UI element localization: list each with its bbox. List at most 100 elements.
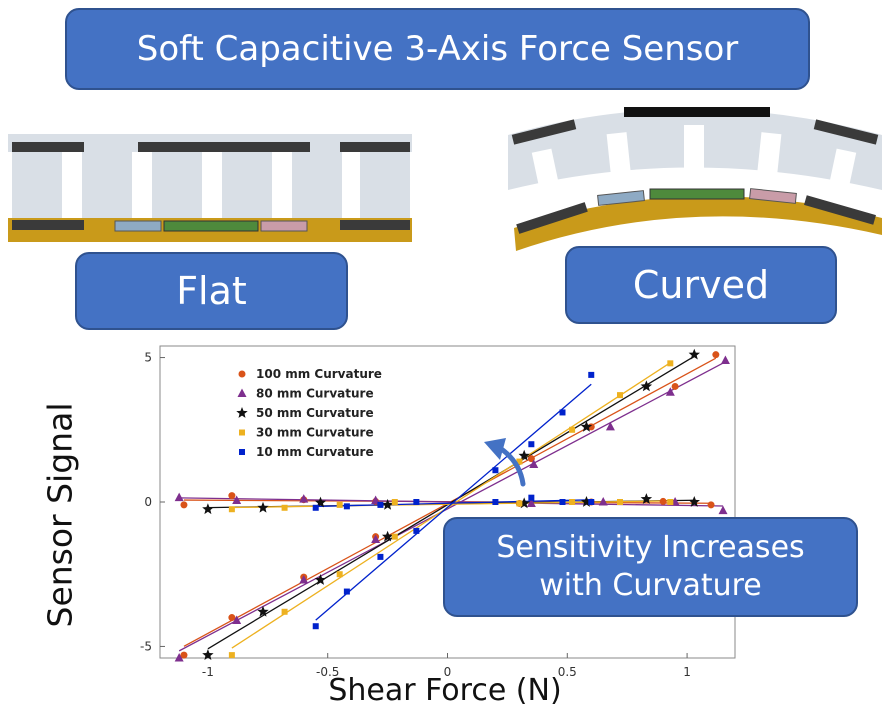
data-point [174, 653, 184, 662]
y-tick-label: 5 [144, 351, 152, 365]
data-point [180, 501, 188, 509]
data-point [718, 505, 728, 515]
flat-pad-center [163, 220, 259, 232]
data-point [314, 496, 327, 508]
curved-bottom-electrode-right [804, 195, 876, 225]
y-tick-label: -5 [140, 639, 152, 653]
data-point [569, 426, 576, 433]
data-point [516, 500, 523, 507]
data-point [281, 504, 288, 511]
data-point [527, 455, 535, 463]
curved-label-box: Curved [565, 246, 837, 324]
callout-line-1: Sensitivity Increases [496, 530, 805, 565]
legend-marker [237, 388, 247, 397]
data-point [336, 501, 343, 508]
fit-lines [178, 355, 726, 652]
curved-substrate [514, 196, 882, 251]
legend-marker [238, 370, 246, 378]
data-point [228, 506, 235, 513]
flat-bottom-electrode-left [12, 220, 84, 230]
flat-pillars [12, 152, 410, 218]
data-point [257, 605, 269, 617]
data-point [413, 499, 420, 505]
data-point [667, 360, 674, 367]
legend-label: 100 mm Curvature [256, 367, 382, 381]
curved-top-electrode-left [511, 119, 577, 145]
data-point [518, 449, 530, 461]
curved-top-electrode-right [813, 119, 879, 145]
data-point [712, 351, 720, 359]
y-tick-label: 0 [144, 495, 152, 509]
data-point [391, 533, 398, 540]
data-point [381, 530, 394, 542]
curved-pad-center [649, 188, 745, 200]
data-point [343, 588, 350, 595]
data-point [281, 608, 288, 615]
data-point [180, 651, 188, 659]
legend-label: 50 mm Curvature [256, 406, 374, 420]
title-banner: Soft Capacitive 3-Axis Force Sensor [65, 8, 810, 90]
flat-top-electrode-right [340, 142, 410, 152]
flat-bottom-electrode-right [340, 220, 410, 230]
data-point [492, 467, 499, 474]
x-tick-label: 1 [683, 665, 691, 679]
flat-top-electrode-center [138, 142, 310, 152]
legend-marker [239, 449, 245, 455]
data-points [174, 348, 730, 662]
data-point [665, 387, 675, 396]
data-point [671, 382, 679, 390]
fit-line [231, 362, 671, 649]
data-point [559, 409, 566, 416]
legend: 100 mm Curvature 80 mm Curvature 50 mm Cur… [236, 367, 382, 459]
data-point [516, 458, 523, 465]
callout-box: Sensitivity Increases with Curvature [443, 517, 858, 617]
data-point [598, 497, 608, 506]
curved-top-electrode-center [624, 107, 770, 117]
data-point [588, 499, 595, 505]
data-point [528, 494, 535, 501]
y-axis-label: Sensor Signal [40, 402, 80, 628]
flat-label: Flat [176, 269, 247, 313]
legend-label: 30 mm Curvature [256, 426, 374, 440]
data-point [688, 496, 700, 507]
curved-sensor-diagram [508, 107, 882, 251]
flat-top-electrode-left [12, 142, 84, 152]
cross-axis-fit-line [315, 499, 592, 508]
x-tick-label: -1 [202, 665, 214, 679]
data-point [202, 649, 214, 660]
data-point [336, 571, 343, 578]
data-point [312, 504, 319, 511]
data-point [343, 503, 350, 510]
data-point [413, 527, 420, 534]
data-point [299, 494, 309, 503]
data-point [688, 348, 700, 360]
data-point [314, 574, 327, 585]
data-point [377, 553, 384, 560]
data-point [640, 380, 653, 392]
data-point [312, 623, 319, 630]
data-point [528, 441, 535, 448]
fit-line [178, 361, 726, 652]
x-axis-label: Shear Force (N) [328, 673, 562, 708]
flat-label-box: Flat [75, 252, 348, 330]
legend-label: 10 mm Curvature [256, 445, 374, 459]
data-point [667, 499, 674, 505]
data-point [381, 498, 394, 510]
data-point [580, 496, 593, 507]
curved-label: Curved [632, 263, 770, 307]
data-point [529, 459, 539, 468]
legend-marker [236, 407, 248, 418]
data-point [526, 498, 536, 507]
data-point [659, 497, 667, 505]
fit-line [315, 383, 592, 621]
data-point [580, 420, 593, 432]
flat-pad-right [260, 220, 308, 232]
data-point [377, 501, 384, 508]
data-point [569, 499, 576, 505]
x-tick-label: 0 [444, 665, 452, 679]
data-point [232, 495, 242, 505]
callout-line-2: with Curvature [539, 568, 762, 603]
legend-label: 80 mm Curvature [256, 387, 374, 401]
data-point [617, 392, 623, 399]
